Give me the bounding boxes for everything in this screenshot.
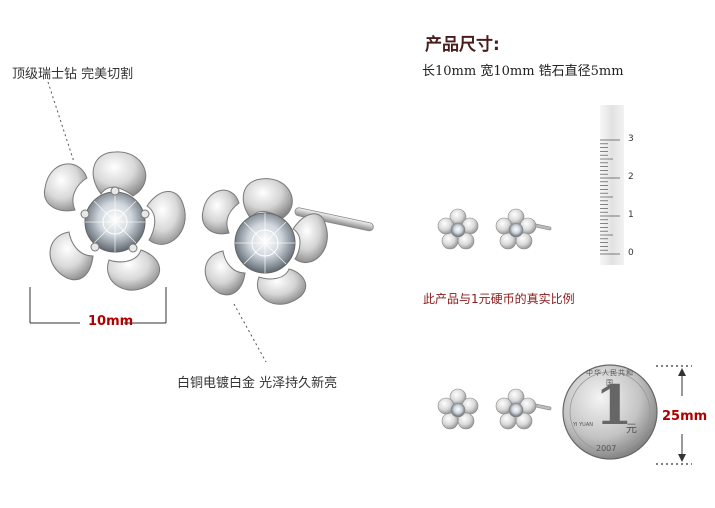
ruler-tick-0: 0: [628, 248, 634, 258]
one-yuan-coin-image: [562, 364, 658, 460]
earring-actual-size-image: [437, 208, 552, 250]
coin-country: 中华人民共和国: [586, 369, 634, 387]
spec-dimensions: 长10mm 宽10mm 锆石直径5mm: [422, 64, 624, 79]
ruler-tick-3: 3: [628, 134, 634, 144]
coin-height-label: 25mm: [662, 409, 708, 424]
spec-title: 产品尺寸:: [425, 35, 500, 55]
earring-front-image: [43, 151, 186, 291]
coin-unit: 元: [626, 422, 637, 435]
earring-coin-compare-image: [437, 388, 552, 430]
width-measure-bracket: [29, 287, 167, 324]
coin-numeral: 1: [595, 373, 633, 437]
ruler-ticks: [600, 139, 620, 255]
callout-line-top: [47, 81, 75, 163]
ruler: [600, 105, 624, 265]
feature-label-diamond: 顶级瑞士钻 完美切割: [12, 67, 134, 82]
callout-line-bottom: [233, 303, 267, 363]
ruler-tick-2: 2: [628, 172, 634, 182]
feature-label-plating: 白铜电镀白金 光泽持久新亮: [177, 376, 338, 391]
coin-year: 2007: [596, 444, 617, 453]
earring-side-image: [201, 178, 374, 305]
coin-yuan: YI YUAN: [573, 422, 593, 428]
scale-caption: 此产品与1元硬币的真实比例: [423, 292, 575, 306]
ruler-tick-1: 1: [628, 210, 634, 220]
width-measure-label: 10mm: [88, 314, 134, 329]
coin-height-measure: [656, 365, 692, 465]
